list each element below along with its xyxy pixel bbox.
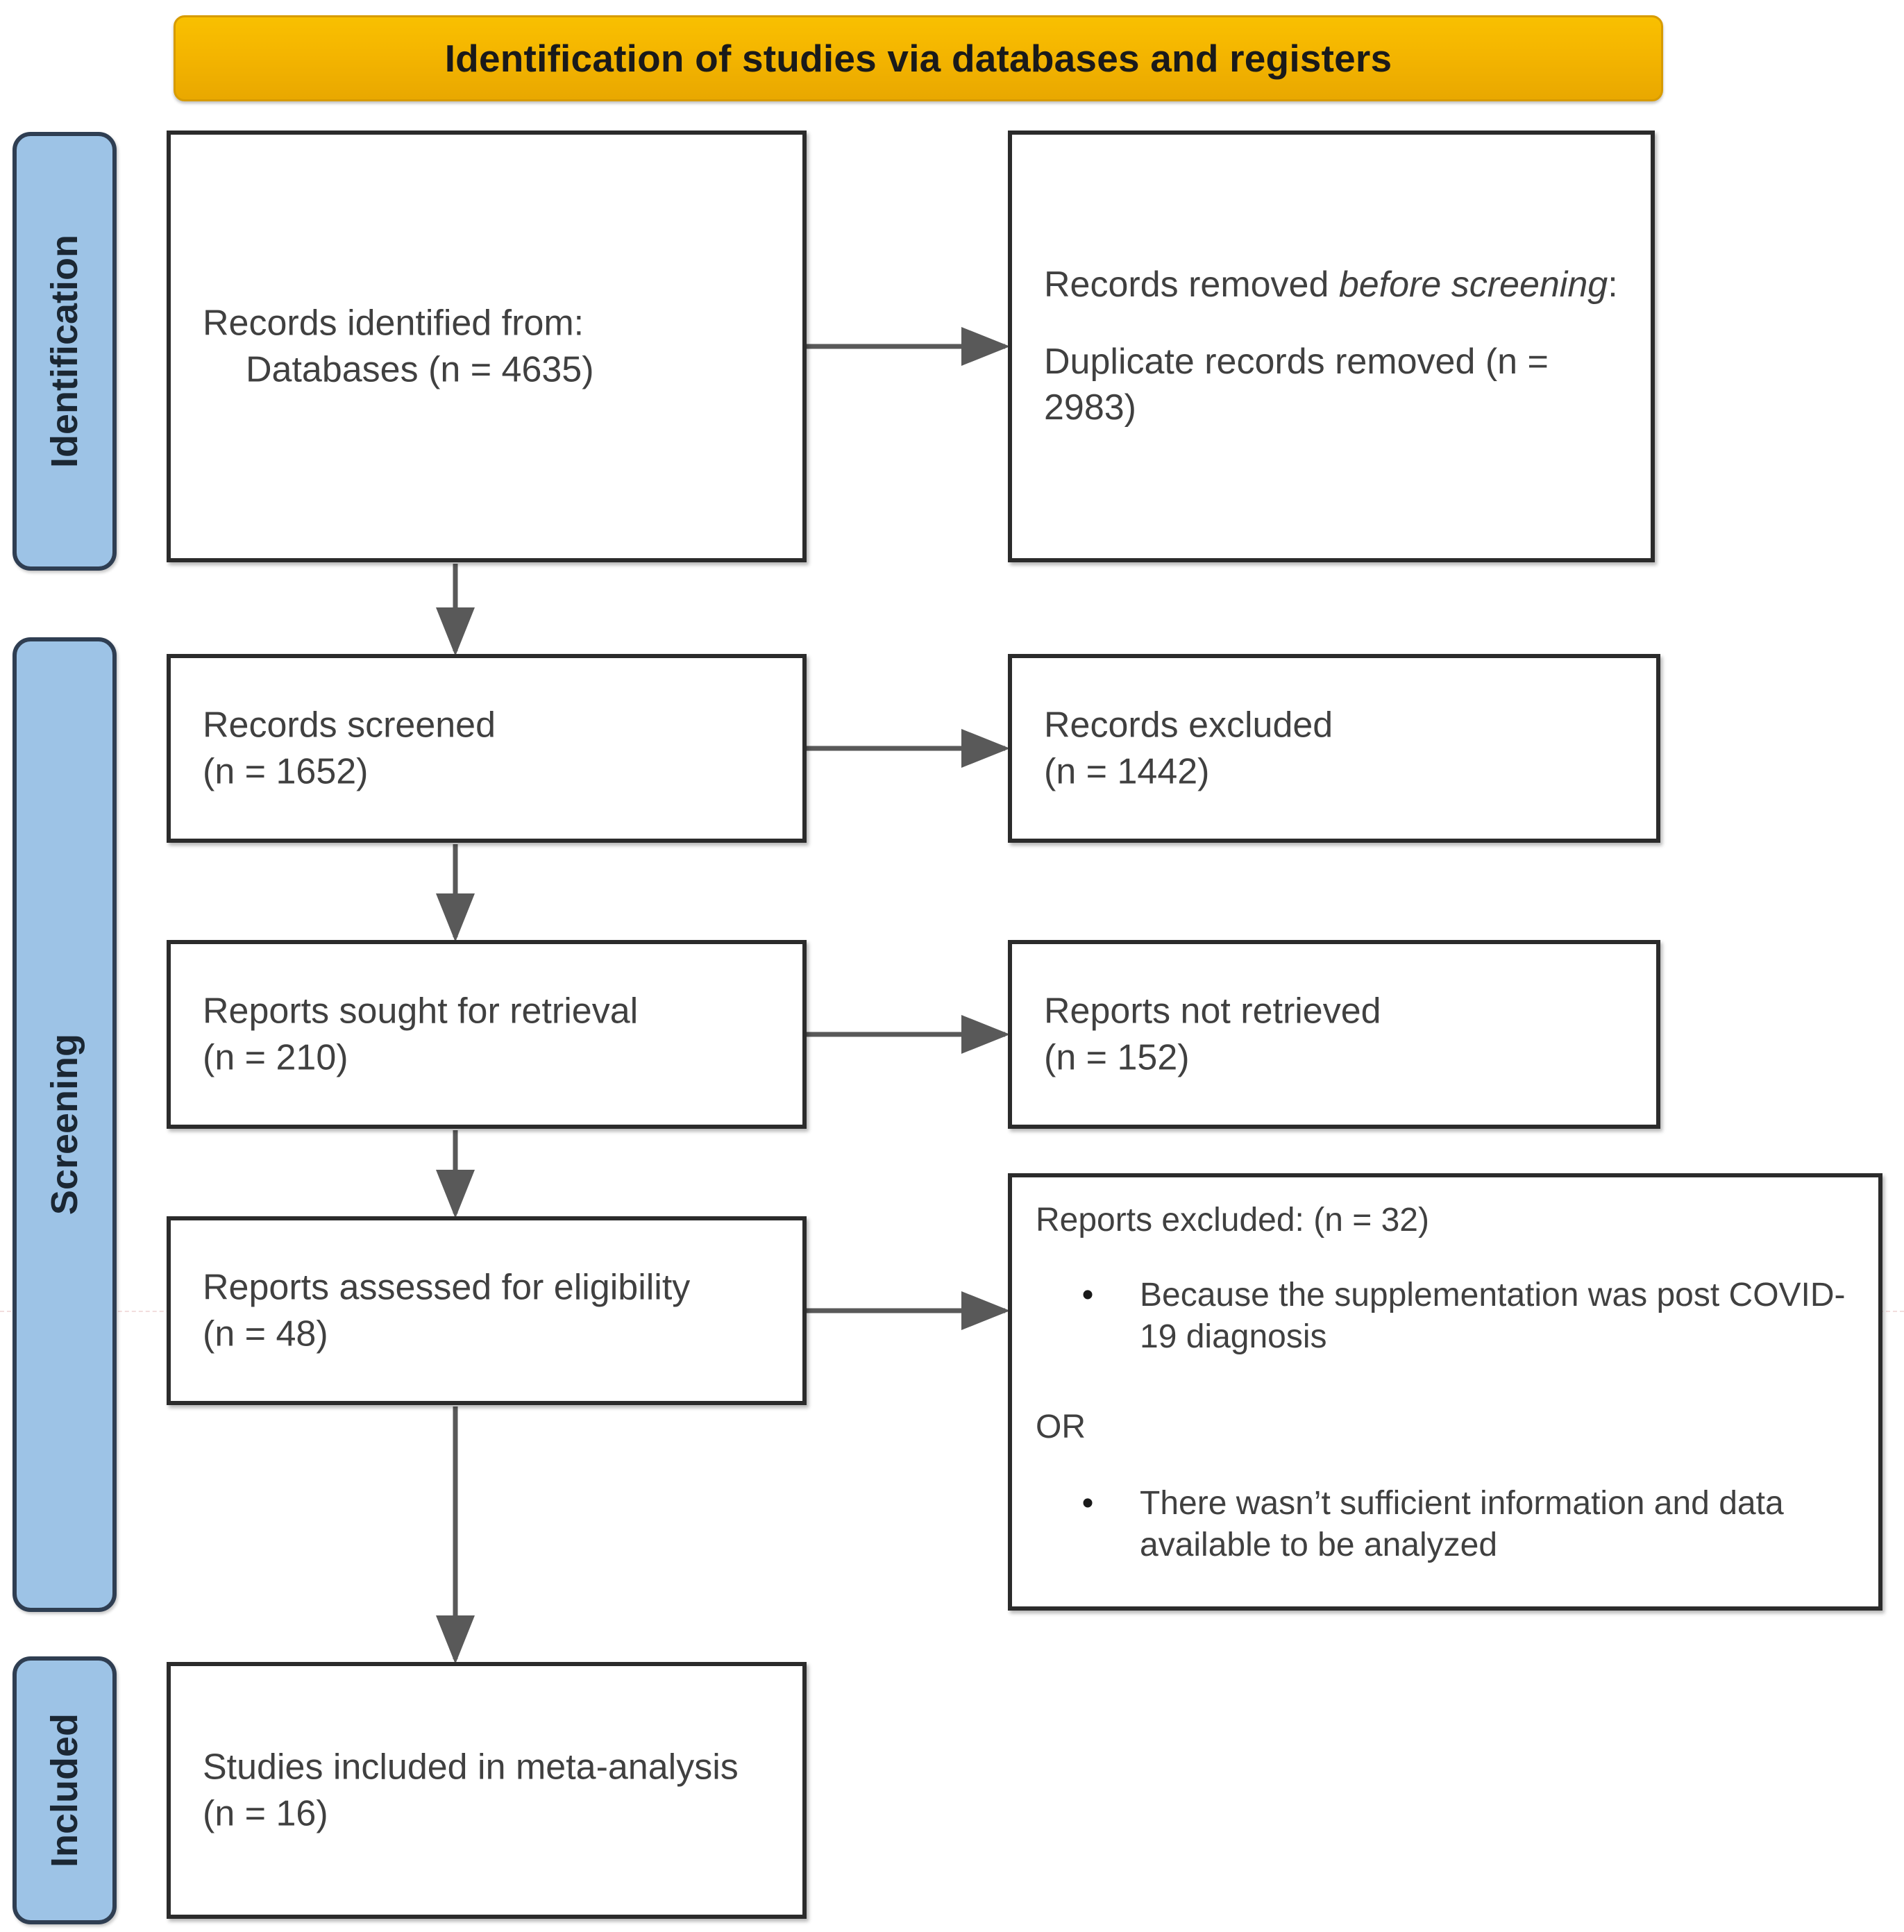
box-text: Records identified from: Databases (n = … [203,300,784,392]
reports-excluded-reason-list-2: • There wasn’t sufficient information an… [1036,1483,1860,1579]
banner-title: Identification of studies via databases … [444,37,1392,80]
reports-sought-count: (n = 210) [203,1037,348,1077]
box-reports-assessed-for-eligibility: Reports assessed for eligibility (n = 48… [167,1216,807,1405]
box-reports-excluded: Reports excluded: (n = 32) • Because the… [1008,1173,1882,1611]
records-identified-line2: Databases (n = 4635) [246,349,594,389]
box-text: Records screened (n = 1652) [203,702,784,794]
bullet-icon: • [1081,1485,1094,1522]
box-reports-sought-for-retrieval: Reports sought for retrieval (n = 210) [167,940,807,1129]
bullet-icon: • [1081,1277,1094,1313]
box-text: Reports sought for retrieval (n = 210) [203,988,784,1080]
reports-excluded-or: OR [1036,1409,1086,1445]
records-excluded-count: (n = 1442) [1044,751,1210,791]
records-screened-count: (n = 1652) [203,751,369,791]
list-item: • There wasn’t sufficient information an… [1036,1483,1860,1566]
records-removed-heading: Records removed before screening: [1044,262,1633,308]
list-item: • Because the supplementation was post C… [1036,1275,1860,1358]
records-removed-heading-italic: before screening [1338,264,1608,305]
box-text: Studies included in meta-analysis (n = 1… [203,1744,784,1836]
reports-excluded-heading: Reports excluded: (n = 32) [1036,1202,1429,1238]
records-removed-heading-plain: Records removed [1044,264,1339,305]
stage-label-included: Included [12,1656,117,1924]
stage-label-screening: Screening [12,637,117,1612]
box-studies-included: Studies included in meta-analysis (n = 1… [167,1662,807,1919]
stage-label-identification: Identification [12,132,117,571]
box-records-screened: Records screened (n = 1652) [167,654,807,843]
reports-assessed-label: Reports assessed for eligibility [203,1267,691,1308]
reports-excluded-reason-2: There wasn’t sufficient information and … [1140,1485,1784,1563]
records-excluded-label: Records excluded [1044,705,1333,746]
duplicate-records-removed: Duplicate records removed (n = 2983) [1044,341,1549,428]
spacer [1044,308,1633,339]
reports-sought-label: Reports sought for retrieval [203,991,639,1032]
box-records-identified: Records identified from: Databases (n = … [167,131,807,562]
box-text: Reports assessed for eligibility (n = 48… [203,1264,784,1356]
box-text: Records removed before screening: Duplic… [1044,262,1633,431]
studies-included-count: (n = 16) [203,1793,328,1833]
reports-excluded-reason-list-1: • Because the supplementation was post C… [1036,1275,1860,1370]
diagram-banner: Identification of studies via databases … [174,15,1663,101]
records-screened-label: Records screened [203,705,496,746]
box-text: Records excluded (n = 1442) [1044,702,1638,794]
box-reports-not-retrieved: Reports not retrieved (n = 152) [1008,940,1660,1129]
reports-not-retrieved-label: Reports not retrieved [1044,991,1381,1032]
studies-included-label: Studies included in meta-analysis [203,1747,739,1788]
box-records-excluded: Records excluded (n = 1442) [1008,654,1660,843]
records-removed-heading-colon: : [1608,264,1618,305]
reports-not-retrieved-count: (n = 152) [1044,1037,1190,1077]
reports-assessed-count: (n = 48) [203,1313,328,1354]
box-text: Reports not retrieved (n = 152) [1044,988,1638,1080]
reports-excluded-reason-1: Because the supplementation was post COV… [1140,1277,1846,1355]
records-identified-line1: Records identified from: [203,303,584,344]
box-records-removed-before-screening: Records removed before screening: Duplic… [1008,131,1655,562]
